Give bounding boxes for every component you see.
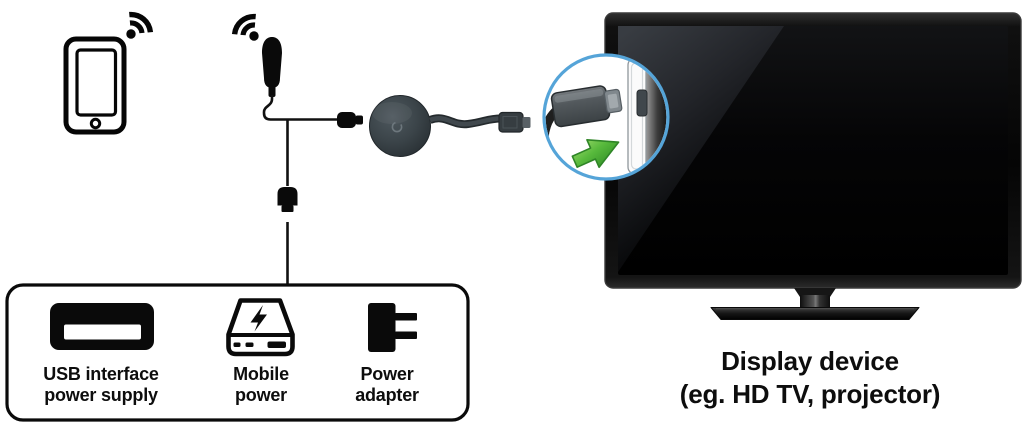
smartphone-screen [75,48,118,117]
wifi-signal-icon [126,11,154,39]
power-adapter-label-line1: Power [360,364,414,384]
wifi-signal-icon [231,13,259,41]
power-adapter-icon [368,303,417,352]
usb-plug-icon [277,187,298,212]
usb-power-label-line1: USB interface [43,364,159,384]
tv-icon [604,12,1022,320]
streaming-dongle-icon [369,95,431,157]
insert-arrow-icon [571,139,620,169]
usb-power-label: USB interface power supply [21,364,181,406]
tv-stand-base [710,307,920,320]
mobile-power-label-line2: power [234,385,287,405]
tv-stand-neck-flare [794,288,836,297]
mobile-power-label: Mobile power [191,364,331,406]
dongle-logo [391,121,403,133]
power-adapter-label-line2: adapter [355,385,419,405]
callout-border [542,53,670,181]
power-bank-icon [226,298,295,357]
hdmi-connector-icon [498,111,531,133]
hdmi-insert-callout [542,53,670,181]
tv-stand-neck [800,295,830,309]
micro-usb-plug-icon [337,112,363,128]
wifi-antenna-icon [262,37,282,97]
smartphone-icon [63,36,127,135]
power-options-box [5,283,470,422]
lightning-bolt-icon [250,305,267,332]
usb-power-label-line2: power supply [44,385,158,405]
display-device-label-line2: (eg. HD TV, projector) [679,379,941,409]
mobile-power-label-line1: Mobile [233,364,289,384]
smartphone-home-button [89,117,102,130]
hdmi-cable [428,114,502,129]
power-cable [262,95,338,284]
usb-port-icon [50,303,154,350]
power-adapter-label: Power adapter [317,364,457,406]
display-device-label: Display device (eg. HD TV, projector) [620,345,1000,411]
hdmi-plug-icon [550,85,623,128]
display-device-label-line1: Display device [721,346,899,376]
hdmi-port-icon [636,89,648,117]
